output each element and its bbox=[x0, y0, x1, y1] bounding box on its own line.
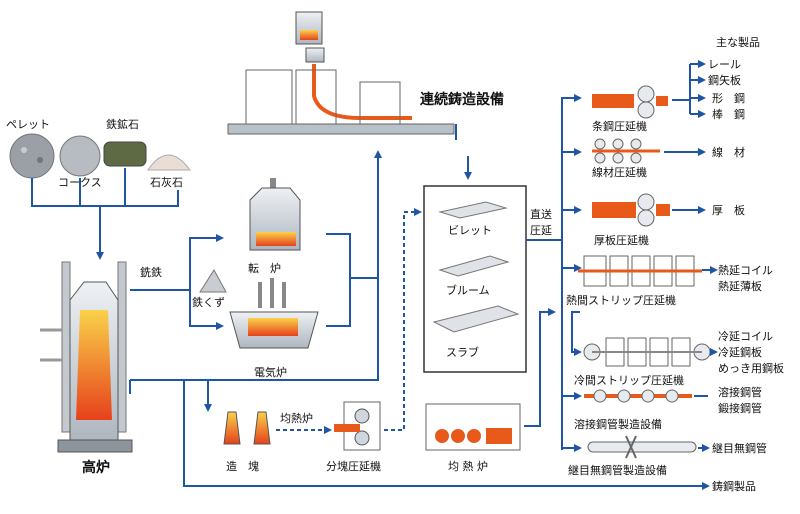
pig-iron-arrow bbox=[130, 234, 224, 291]
product-welded-pipe: 溶接鋼管 bbox=[718, 385, 762, 399]
blooming-to-semi-arrow bbox=[384, 208, 422, 431]
product-forge-welded-pipe: 鍛接鋼管 bbox=[718, 401, 762, 415]
to-casting-line bbox=[130, 277, 379, 381]
direct-rolling-label-2: 圧延 bbox=[530, 224, 552, 237]
electric-furnace-label: 電気炉 bbox=[254, 365, 287, 379]
products-list: 主な製品 レール 鋼矢板 形 鋼 棒 鋼 線 材 厚 板 熱延コイル 熱延薄板 … bbox=[708, 35, 784, 493]
welded-pipe-mill-label: 溶接鋼管製造設備 bbox=[574, 417, 662, 431]
scrap-image bbox=[199, 269, 227, 293]
converter-label: 転 炉 bbox=[248, 262, 281, 275]
iron-ore-image bbox=[103, 141, 147, 167]
hot-strip-drawing bbox=[578, 255, 702, 287]
cold-strip-label: 冷間ストリップ圧延機 bbox=[574, 373, 684, 387]
continuous-casting-label: 連続鋳造設備 bbox=[420, 91, 504, 108]
pig-iron-to-eaf-arrow bbox=[189, 290, 224, 330]
blast-furnace-label: 高炉 bbox=[82, 459, 110, 476]
product-steel-casting: 鋳鋼製品 bbox=[712, 479, 756, 493]
hot-to-cold-arrow bbox=[571, 311, 582, 356]
wire-mill-drawing bbox=[592, 138, 660, 164]
bloom-label: ブルーム bbox=[446, 283, 490, 297]
wire-mill-label: 線材圧延機 bbox=[592, 165, 647, 179]
pellet-label: ペレット bbox=[6, 118, 50, 131]
blast-furnace-drawing bbox=[40, 261, 133, 453]
hot-strip-label: 熱間ストリップ圧延機 bbox=[566, 293, 676, 307]
distribution-trunk bbox=[526, 94, 582, 241]
slab-shape bbox=[432, 305, 520, 333]
billet-label: ビレット bbox=[448, 224, 492, 237]
plate-mill-label: 厚板圧延機 bbox=[594, 233, 649, 247]
bar-mill-label: 条鋼圧延機 bbox=[592, 119, 647, 133]
plate-mill-drawing bbox=[592, 193, 670, 227]
product-plate: 厚 板 bbox=[712, 203, 745, 217]
pig-iron-label: 銑鉄 bbox=[140, 265, 162, 279]
soaking-pit-small-label: 均熱炉 bbox=[280, 412, 313, 425]
blooming-mill-label: 分塊圧延機 bbox=[326, 459, 381, 473]
product-seamless-pipe: 継目無鋼管 bbox=[712, 441, 767, 455]
products-header: 主な製品 bbox=[716, 35, 760, 49]
continuous-casting-drawing bbox=[227, 11, 455, 135]
product-shape: 形 鋼 bbox=[712, 91, 745, 105]
seamless-pipe-mill-label: 継目無鋼管製造設備 bbox=[568, 463, 667, 477]
raw-bracket-ticks bbox=[79, 168, 126, 206]
bar-mill-drawing bbox=[592, 85, 668, 119]
product-plated-sheet: めっき用鋼板 bbox=[718, 361, 784, 375]
soaking-pit-label: 均 熱 炉 bbox=[448, 460, 488, 473]
ingot-drawing bbox=[223, 411, 271, 445]
direct-rolling-label-1: 直送 bbox=[530, 207, 552, 221]
product-cold-coil: 冷延コイル bbox=[718, 330, 773, 343]
product-bar: 棒 鋼 bbox=[712, 107, 745, 121]
product-hot-coil: 熱延コイル bbox=[718, 264, 773, 277]
limestone-label: 石灰石 bbox=[150, 175, 183, 189]
bloom-shape bbox=[438, 255, 510, 277]
raw-bracket bbox=[31, 178, 179, 207]
cold-strip-drawing bbox=[583, 337, 711, 367]
billet-shape bbox=[438, 201, 508, 219]
product-sheet-pile: 鋼矢板 bbox=[708, 73, 741, 87]
limestone-image bbox=[147, 154, 191, 171]
product-cold-sheet: 冷延鋼板 bbox=[718, 345, 762, 359]
raw-materials: ペレット 鉄鉱石 コークス 石灰石 bbox=[6, 117, 191, 189]
product-hot-sheet: 熱延薄板 bbox=[718, 279, 762, 293]
electric-furnace-drawing bbox=[229, 278, 319, 349]
product-rail: レール bbox=[708, 58, 741, 71]
soaking-to-mills-arrow bbox=[524, 308, 556, 427]
pellet-image bbox=[9, 133, 55, 179]
iron-ore-label: 鉄鉱石 bbox=[106, 117, 139, 131]
converter-drawing bbox=[249, 178, 301, 251]
product-wire: 線 材 bbox=[712, 145, 745, 159]
semi-products-box bbox=[423, 185, 527, 373]
scrap-label: 鉄くず bbox=[192, 295, 225, 309]
blooming-mill-drawing bbox=[334, 401, 381, 451]
coke-image bbox=[59, 135, 101, 177]
furnace-bracket bbox=[326, 233, 351, 327]
welded-pipe-drawing bbox=[584, 389, 692, 403]
ingot-label: 造 塊 bbox=[226, 459, 259, 473]
soaking-pit-drawing bbox=[425, 403, 521, 451]
slab-label: スラブ bbox=[446, 345, 479, 359]
to-casting-products-arrow bbox=[183, 380, 710, 490]
seamless-pipe-drawing bbox=[587, 435, 697, 459]
